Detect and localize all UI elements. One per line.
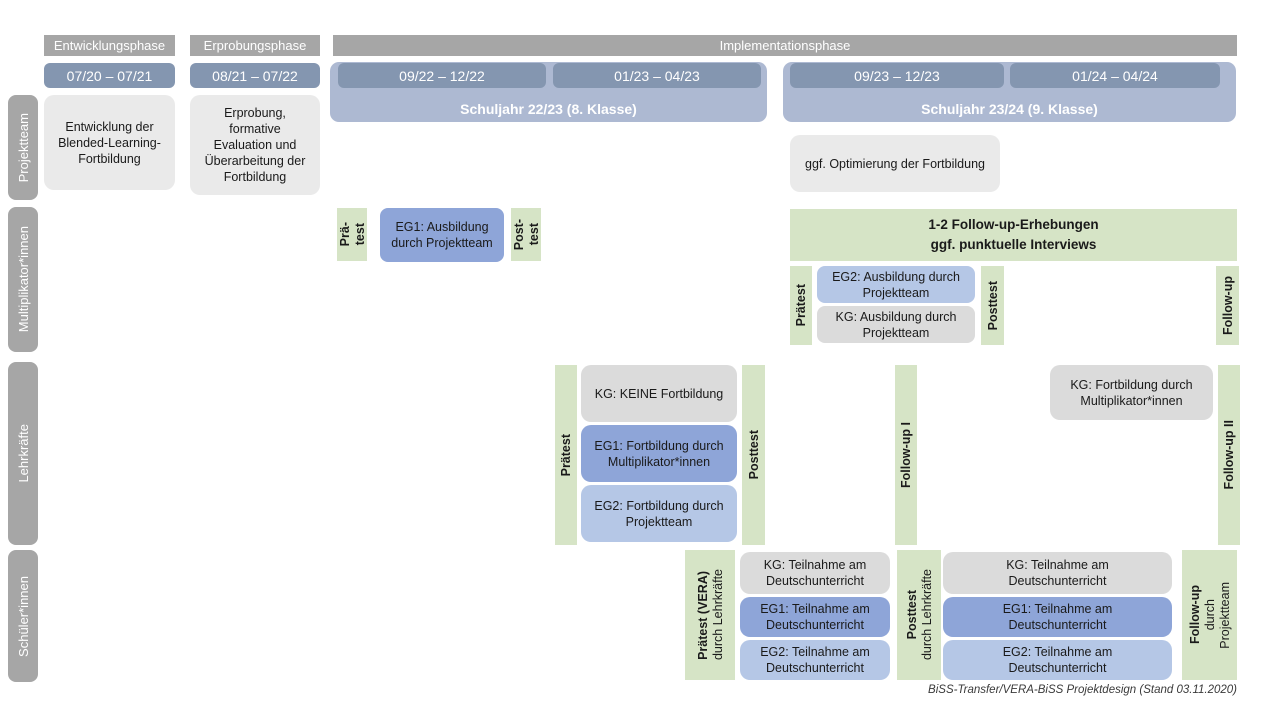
schueler-followup-text: Follow-up — [1187, 585, 1202, 645]
multiplikatoren-praetest1-line2: test — [352, 223, 367, 246]
row-label-projektteam-text: Projektteam — [15, 112, 31, 183]
box-eg2-teilnahme-1: EG2: Teilnahme am Deutschunterricht — [740, 640, 890, 680]
multiplikatoren-posttest1-bar: Post- test — [511, 208, 541, 261]
box-kg-teilnahme-2-text: KG: Teilnahme am Deutschunterricht — [1006, 558, 1109, 588]
schueler-followup-bar: Follow-up durch Projektteam — [1182, 550, 1237, 680]
box-eg1-fortbildung-multiplikatoren: EG1: Fortbildung durch Multiplikator*inn… — [581, 425, 737, 482]
schueler-posttest-bar: Posttest durch Lehrkräfte — [897, 550, 941, 680]
schueler-praetest-vera-sub: durch Lehrkräfte — [710, 569, 725, 661]
row-label-lehrkraefte-text: Lehrkräfte — [15, 424, 31, 483]
lehrkraefte-posttest-bar: Posttest — [742, 365, 765, 545]
date-range-01-23: 01/23 – 04/23 — [553, 63, 761, 88]
multiplikatoren-praetest2-bar: Prätest — [790, 266, 812, 345]
schueler-praetest-vera-text: Prätest (VERA) — [695, 570, 710, 660]
followup-erhebungen-line1: 1-2 Follow-up-Erhebungen — [928, 217, 1099, 233]
row-label-multiplikatoren-text: Multiplikator*innen — [15, 226, 31, 333]
phase-header-implementationsphase: Implementationsphase — [333, 35, 1237, 56]
followup-erhebungen-line2: ggf. punktuelle Interviews — [930, 237, 1097, 252]
schueler-posttest-text: Posttest — [904, 590, 919, 640]
date-range-09-23: 09/23 – 12/23 — [790, 63, 1004, 88]
date-range-08-21: 08/21 – 07/22 — [190, 63, 320, 88]
diagram-caption: BiSS-Transfer/VERA-BiSS Projektdesign (S… — [928, 684, 1237, 696]
phase-header-entwicklungsphase: Entwicklungsphase — [44, 35, 175, 56]
lehrkraefte-praetest-text: Prätest — [559, 433, 573, 477]
lehrkraefte-followup1-bar: Follow-up I — [895, 365, 917, 545]
row-label-schueler-text: Schüler*innen — [15, 575, 31, 657]
phase-header-erprobungsphase: Erprobungsphase — [190, 35, 320, 56]
box-kg-fortbildung-multiplikatoren: KG: Fortbildung durch Multiplikator*inne… — [1050, 365, 1213, 420]
box-eg2-teilnahme-2: EG2: Teilnahme am Deutschunterricht — [943, 640, 1172, 680]
box-erprobung-evaluation: Erprobung, formative Evaluation und Über… — [190, 95, 320, 195]
multiplikatoren-posttest1-line2: test — [526, 223, 541, 246]
box-kg-ausbildung-projektteam: KG: Ausbildung durch Projektteam — [817, 306, 975, 343]
multiplikatoren-posttest2-bar: Posttest — [981, 266, 1004, 345]
box-eg2-teilnahme-2-text: EG2: Teilnahme am Deutschunterricht — [1002, 645, 1113, 675]
schueler-posttest-sub: durch Lehrkräfte — [919, 569, 934, 661]
box-eg2-ausbildung-projektteam: EG2: Ausbildung durch Projektteam — [817, 266, 975, 303]
lehrkraefte-followup2-bar: Follow-up II — [1218, 365, 1240, 545]
box-followup-erhebungen: 1-2 Follow-up-Erhebungen ggf. punktuelle… — [790, 209, 1237, 261]
date-range-09-22: 09/22 – 12/22 — [338, 63, 546, 88]
lehrkraefte-followup2-text: Follow-up II — [1222, 420, 1236, 490]
multiplikatoren-praetest1-bar: Prä- test — [337, 208, 367, 261]
box-optimierung-fortbildung: ggf. Optimierung der Fortbildung — [790, 135, 1000, 192]
date-range-01-24: 01/24 – 04/24 — [1010, 63, 1220, 88]
row-label-schueler: Schüler*innen — [8, 550, 38, 682]
multiplikatoren-posttest1-line1: Post- — [511, 218, 526, 251]
row-label-projektteam: Projektteam — [8, 95, 38, 200]
multiplikatoren-praetest2-text: Prätest — [794, 284, 808, 327]
lehrkraefte-praetest-bar: Prätest — [555, 365, 577, 545]
multiplikatoren-posttest2-text: Posttest — [985, 280, 1000, 331]
box-entwicklung-blended-learning: Entwicklung der Blended-Learning-Fortbil… — [44, 95, 175, 190]
multiplikatoren-followup-text: Follow-up — [1220, 275, 1235, 335]
box-eg1-teilnahme-2-text: EG1: Teilnahme am Deutschunterricht — [1002, 602, 1113, 632]
box-eg2-fortbildung-projektteam: EG2: Fortbildung durch Projektteam — [581, 485, 737, 542]
lehrkraefte-posttest-text: Posttest — [746, 430, 761, 480]
lehrkraefte-followup1-text: Follow-up I — [899, 422, 913, 488]
row-label-lehrkraefte: Lehrkräfte — [8, 362, 38, 545]
box-eg1-teilnahme-2: EG1: Teilnahme am Deutschunterricht — [943, 597, 1172, 637]
box-kg-teilnahme-2: KG: Teilnahme am Deutschunterricht — [943, 552, 1172, 594]
multiplikatoren-followup-bar: Follow-up — [1216, 266, 1239, 345]
box-eg1-teilnahme-1: EG1: Teilnahme am Deutschunterricht — [740, 597, 890, 637]
box-kg-keine-fortbildung: KG: KEINE Fortbildung — [581, 365, 737, 422]
box-kg-teilnahme-1: KG: Teilnahme am Deutschunterricht — [740, 552, 890, 594]
row-label-multiplikatoren: Multiplikator*innen — [8, 207, 38, 352]
date-range-07-20: 07/20 – 07/21 — [44, 63, 175, 88]
schuljahr-22-23-label: Schuljahr 22/23 (8. Klasse) — [460, 101, 637, 117]
schueler-praetest-vera-bar: Prätest (VERA) durch Lehrkräfte — [685, 550, 735, 680]
multiplikatoren-praetest1-line1: Prä- — [337, 222, 352, 247]
schueler-followup-sub1: durch — [1202, 599, 1217, 631]
schueler-followup-sub2: Projektteam — [1217, 581, 1232, 649]
schuljahr-23-24-label: Schuljahr 23/24 (9. Klasse) — [921, 101, 1098, 117]
box-eg1-ausbildung-projektteam: EG1: Ausbildung durch Projektteam — [380, 208, 504, 262]
